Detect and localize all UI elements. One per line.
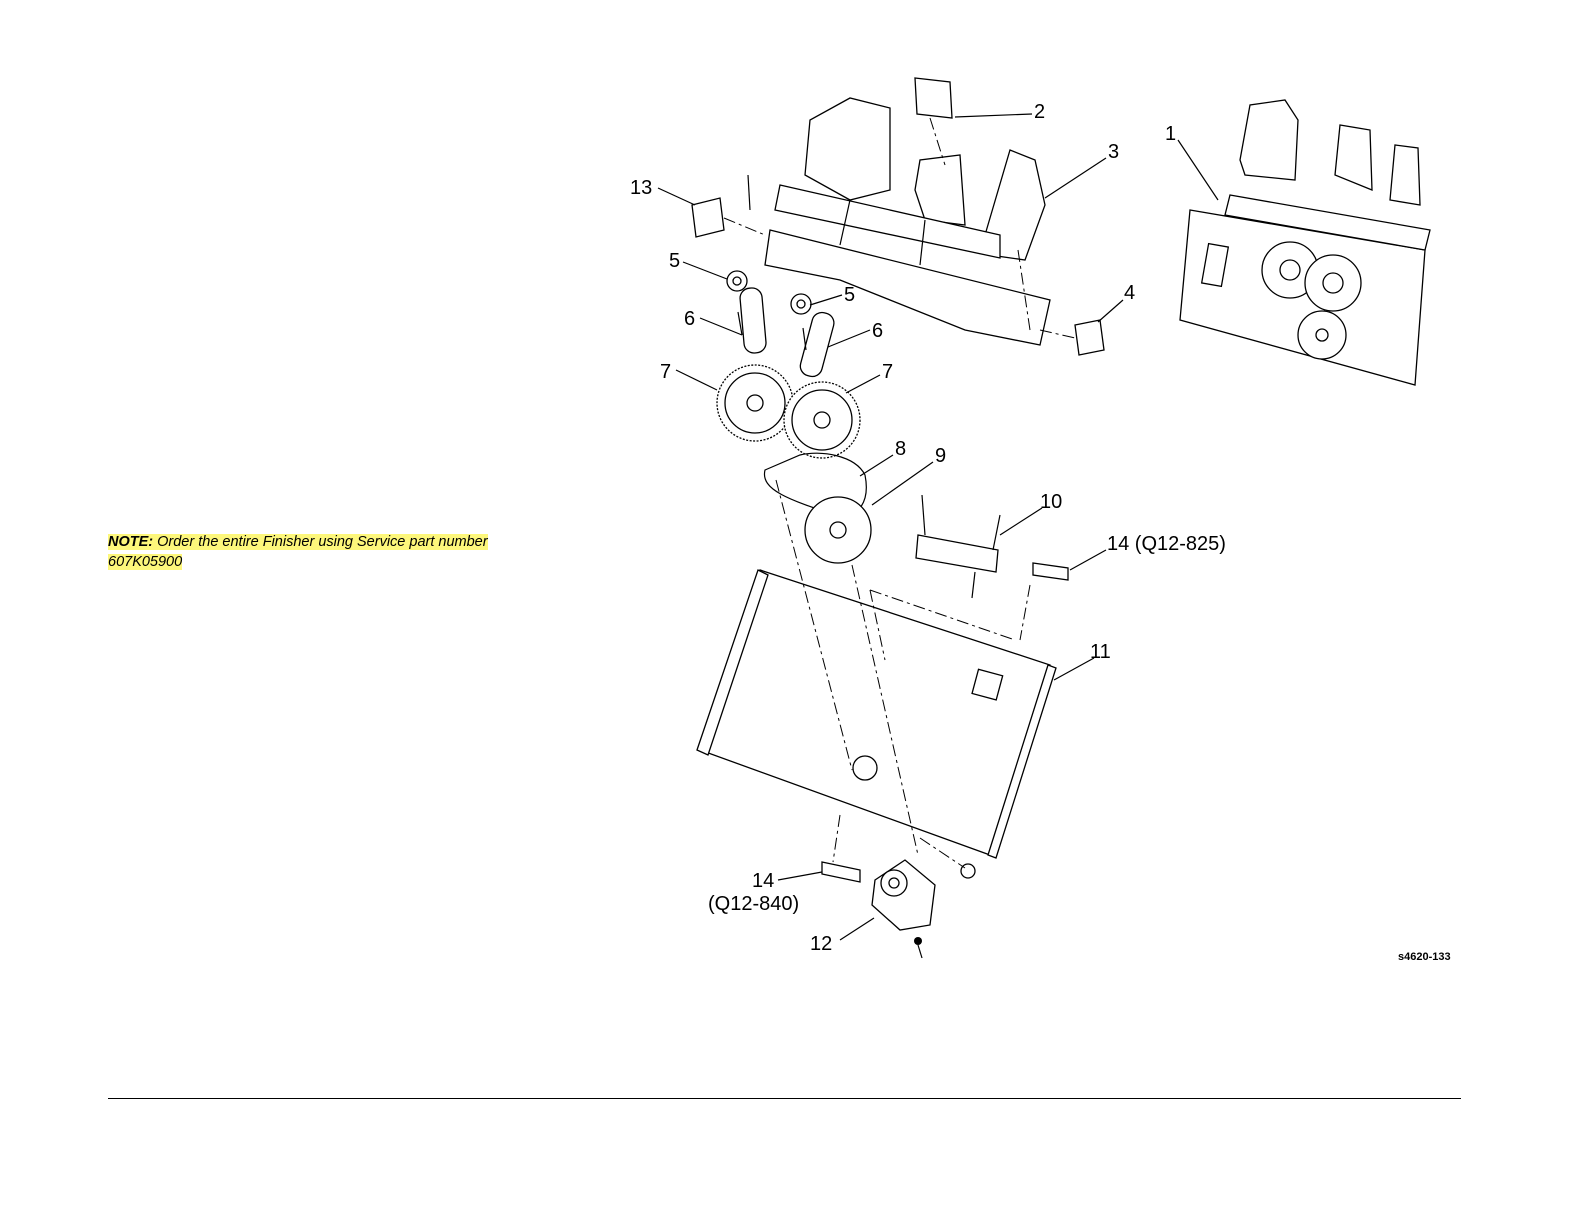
callout-13: 13	[630, 177, 652, 199]
callout-8: 8	[895, 438, 906, 460]
callout-1: 1	[1165, 123, 1176, 145]
figure-id: s4620-133	[1398, 951, 1451, 963]
callout-14-bottom-code: (Q12-840)	[708, 893, 799, 915]
bearings-and-arms	[727, 271, 836, 379]
part-13-block	[692, 175, 765, 237]
belt-and-pulley	[764, 453, 871, 563]
callout-14-bottom: 14	[752, 870, 774, 892]
callout-10: 10	[1040, 491, 1062, 513]
callout-5-left: 5	[669, 250, 680, 272]
callout-6-left: 6	[684, 308, 695, 330]
callout-9: 9	[935, 445, 946, 467]
callout-4: 4	[1124, 282, 1135, 304]
footer-rule	[108, 1098, 1461, 1099]
part-2-bracket	[915, 78, 952, 165]
part-4-block	[1040, 320, 1104, 355]
motor	[872, 860, 975, 958]
assembled-view	[1180, 100, 1430, 385]
callout-2: 2	[1034, 101, 1045, 123]
callout-11: 11	[1090, 641, 1111, 663]
callout-12: 12	[810, 933, 832, 955]
callout-6-right: 6	[872, 320, 883, 342]
callout-3: 3	[1108, 141, 1119, 163]
callout-7-left: 7	[660, 361, 671, 383]
gears	[717, 365, 860, 458]
callout-7-right: 7	[882, 361, 893, 383]
part-10-bracket	[916, 495, 1000, 598]
base-frame	[697, 570, 1056, 858]
callout-5-right: 5	[844, 284, 855, 306]
callout-14-top: 14 (Q12-825)	[1107, 533, 1226, 555]
